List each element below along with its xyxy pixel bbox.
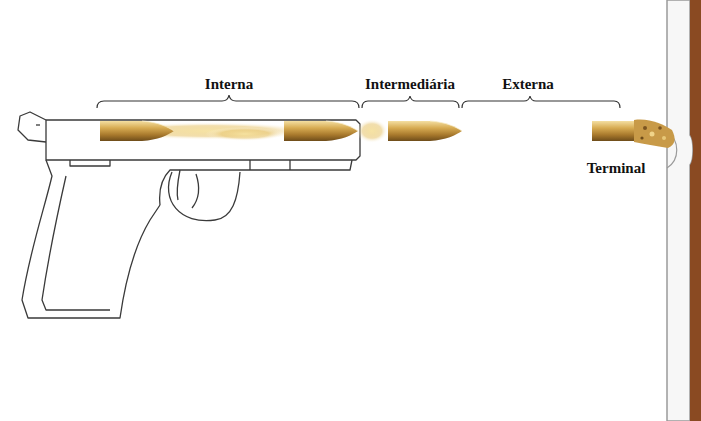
stage-label: Externa xyxy=(502,76,554,93)
bullet xyxy=(100,121,174,141)
bullet xyxy=(284,121,358,141)
stage-label: Interna xyxy=(205,76,253,93)
bullet xyxy=(388,121,462,141)
wall xyxy=(667,0,701,421)
stage-label: Intermediária xyxy=(365,76,455,93)
pistol-outline xyxy=(18,112,360,318)
bullet-impact xyxy=(592,120,675,148)
stage-bracket xyxy=(97,95,620,108)
stage-label: Terminal xyxy=(587,160,646,177)
